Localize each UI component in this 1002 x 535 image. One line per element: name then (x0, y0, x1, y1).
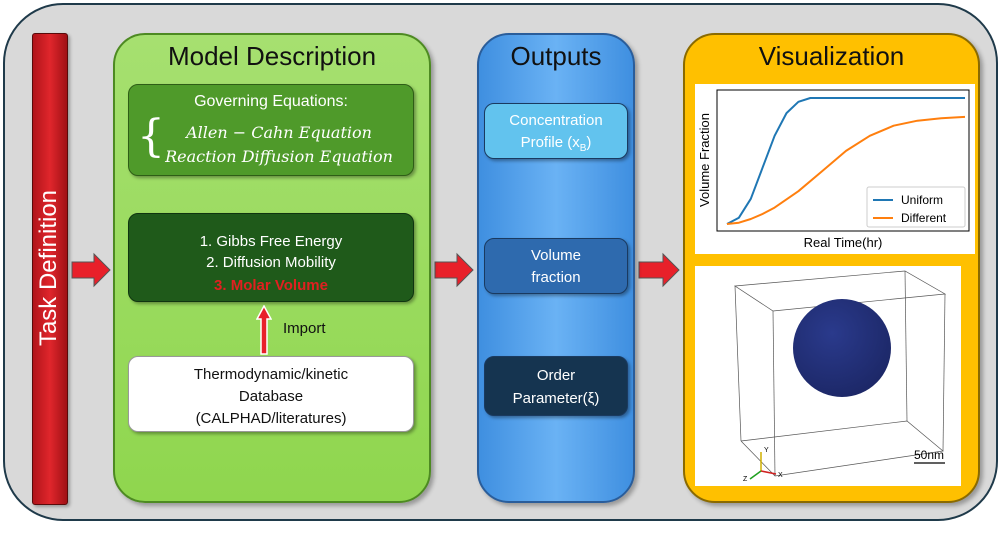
chart-y-label: Volume Fraction (697, 113, 712, 207)
series-line-uniform (726, 97, 965, 225)
chart-x-label: Real Time(hr) (804, 235, 883, 250)
axis-triad-icon: Y Z X (743, 447, 783, 483)
volume-fraction-chart-svg: Volume Fraction Real Time(hr) UniformDif… (697, 89, 970, 250)
input-molar-volume: 3. Molar Volume (214, 277, 328, 294)
database-line-1: Thermodynamic/kinetic (193, 366, 349, 383)
input-diffusion-mobility: 2. Diffusion Mobility (206, 254, 336, 271)
outputs-title: Outputs (510, 41, 602, 71)
output-order-line-2: Parameter(ξ) (512, 390, 600, 407)
output-order-parameter: Order Parameter(ξ) (484, 356, 628, 416)
wireframe-cube (733, 270, 947, 477)
task-definition-bar (32, 33, 68, 505)
legend-label-different: Different (901, 211, 947, 225)
brace-icon: { (137, 111, 165, 162)
output-concentration-line-2: Profile (xB) (520, 134, 592, 154)
equation-allen-cahn: Allen − Cahn Equation (186, 123, 372, 142)
sphere-render: 50nm Y Z X (695, 266, 961, 486)
database-line-2: Database (238, 388, 304, 405)
governing-equations-title: Governing Equations: (194, 93, 348, 110)
database-line-3: (CALPHAD/literatures) (195, 410, 347, 427)
database-box: Thermodynamic/kinetic Database (CALPHAD/… (128, 356, 414, 432)
axis-z-label: Z (743, 476, 748, 483)
import-label: Import (283, 320, 326, 337)
axis-y-label: Y (764, 447, 769, 454)
equation-reaction-diffusion: Reaction Diffusion Equation (165, 147, 393, 166)
model-description-title: Model Description (167, 41, 377, 71)
legend-label-uniform: Uniform (901, 193, 943, 207)
scale-bar-label: 50nm (914, 448, 944, 462)
output-volume-line-1: Volume (530, 247, 582, 264)
sphere-render-svg: 50nm Y Z X (733, 270, 947, 483)
axis-x-label: X (778, 472, 783, 479)
series-line-different (726, 115, 966, 225)
import-arrow-icon (256, 305, 272, 355)
output-concentration-profile: Concentration Profile (xB) (484, 103, 628, 159)
input-gibbs-free-energy: 1. Gibbs Free Energy (199, 233, 343, 250)
governing-equations-box: Governing Equations: { Allen − Cahn Equa… (128, 84, 414, 176)
model-inputs-box: 1. Gibbs Free Energy 2. Diffusion Mobili… (128, 213, 414, 302)
arrow-outputs-to-visualization (638, 252, 680, 288)
output-concentration-line-1: Concentration (509, 112, 603, 129)
sphere-precipitate (793, 299, 891, 397)
task-definition-label: Task Definition (35, 189, 62, 347)
output-volume-fraction: Volume fraction (484, 238, 628, 294)
output-order-line-1: Order (536, 367, 576, 384)
arrow-model-to-outputs (434, 252, 474, 288)
chart-frame (716, 89, 970, 232)
output-volume-line-2: fraction (531, 269, 581, 286)
visualization-title: Visualization (758, 41, 905, 71)
arrow-task-to-model (71, 252, 111, 288)
